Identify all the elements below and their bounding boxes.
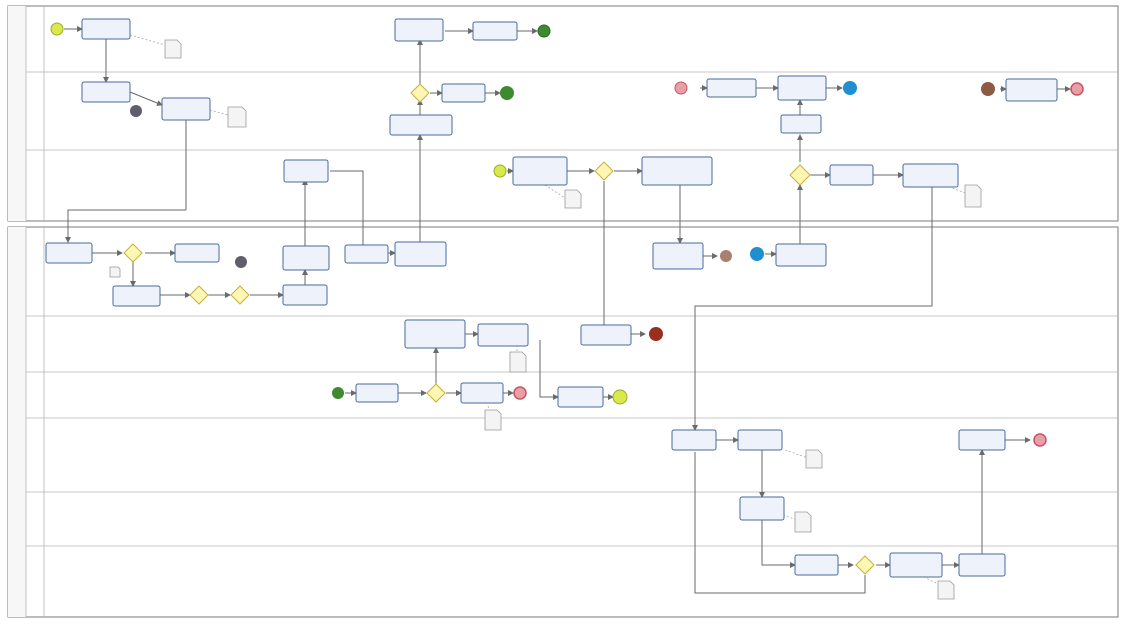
end-event-7[interactable]	[513, 386, 527, 400]
gateway-7[interactable]	[426, 383, 446, 403]
gateways	[123, 83, 875, 575]
task-7[interactable]	[389, 114, 453, 136]
start-event-2[interactable]	[674, 81, 688, 95]
task-23[interactable]	[394, 241, 447, 267]
task-28[interactable]	[580, 324, 632, 346]
sequence-flows	[64, 26, 1071, 594]
task-32[interactable]	[671, 429, 717, 451]
end-event-8[interactable]	[612, 389, 628, 405]
task-4[interactable]	[394, 18, 444, 42]
gateway-3[interactable]	[789, 164, 811, 186]
task-20[interactable]	[282, 245, 330, 271]
task-6[interactable]	[441, 83, 486, 103]
end-event-5[interactable]	[720, 250, 732, 262]
task-18[interactable]	[174, 243, 220, 263]
task-12[interactable]	[283, 159, 329, 183]
document-icon	[794, 511, 812, 533]
start-event-6[interactable]	[332, 387, 344, 399]
task-13[interactable]	[512, 156, 568, 186]
document-icon	[164, 39, 182, 59]
start-event-3[interactable]	[981, 82, 995, 96]
pool-bottom	[7, 226, 1119, 618]
document-icon	[937, 580, 955, 600]
task-15[interactable]	[829, 164, 874, 186]
start-event-5[interactable]	[750, 247, 764, 261]
task-35[interactable]	[739, 496, 785, 521]
task-21[interactable]	[282, 284, 328, 306]
end-event-2[interactable]	[500, 86, 514, 100]
task-9[interactable]	[777, 75, 827, 101]
tasks	[45, 18, 1058, 578]
task-19[interactable]	[112, 285, 161, 307]
task-34[interactable]	[958, 429, 1006, 451]
end-event-1[interactable]	[537, 24, 551, 38]
event-dark-1[interactable]	[130, 105, 142, 117]
task-3[interactable]	[161, 97, 211, 121]
task-14[interactable]	[641, 156, 713, 186]
document-icon	[109, 266, 121, 278]
task-2[interactable]	[81, 81, 131, 103]
document-icon	[964, 184, 982, 208]
task-38[interactable]	[958, 553, 1006, 577]
data-objects	[109, 39, 982, 600]
gateway-2[interactable]	[594, 161, 614, 181]
task-16[interactable]	[902, 163, 959, 188]
end-event-9[interactable]	[1033, 433, 1047, 447]
task-22[interactable]	[344, 244, 389, 264]
start-event-1[interactable]	[50, 22, 64, 36]
task-33[interactable]	[737, 429, 783, 451]
gateway-1[interactable]	[410, 83, 430, 103]
task-24[interactable]	[652, 242, 704, 270]
task-8[interactable]	[706, 78, 757, 98]
document-icon	[805, 449, 823, 469]
task-1[interactable]	[81, 18, 131, 40]
gateway-4[interactable]	[123, 243, 143, 263]
gateway-8[interactable]	[855, 555, 875, 575]
task-5[interactable]	[472, 21, 518, 41]
task-11[interactable]	[1005, 78, 1058, 102]
task-26[interactable]	[404, 319, 466, 349]
start-event-4[interactable]	[493, 164, 507, 178]
pool-top	[7, 5, 1119, 222]
gateway-5[interactable]	[189, 285, 209, 305]
task-29[interactable]	[355, 383, 399, 403]
task-25[interactable]	[775, 243, 827, 267]
document-icon	[509, 351, 527, 373]
end-event-3[interactable]	[843, 81, 857, 95]
end-event-6[interactable]	[649, 327, 663, 341]
task-30[interactable]	[460, 382, 504, 404]
end-event-4[interactable]	[1070, 82, 1084, 96]
task-37[interactable]	[889, 552, 943, 578]
gateway-6[interactable]	[230, 285, 250, 305]
document-icon	[484, 409, 502, 431]
event-dark-2[interactable]	[235, 256, 247, 268]
task-31[interactable]	[557, 386, 604, 408]
task-36[interactable]	[794, 554, 839, 576]
document-icon	[564, 189, 582, 209]
document-icon	[227, 106, 247, 128]
task-17[interactable]	[45, 242, 93, 264]
task-10[interactable]	[780, 114, 822, 134]
task-27[interactable]	[477, 323, 529, 347]
events	[50, 22, 1084, 447]
